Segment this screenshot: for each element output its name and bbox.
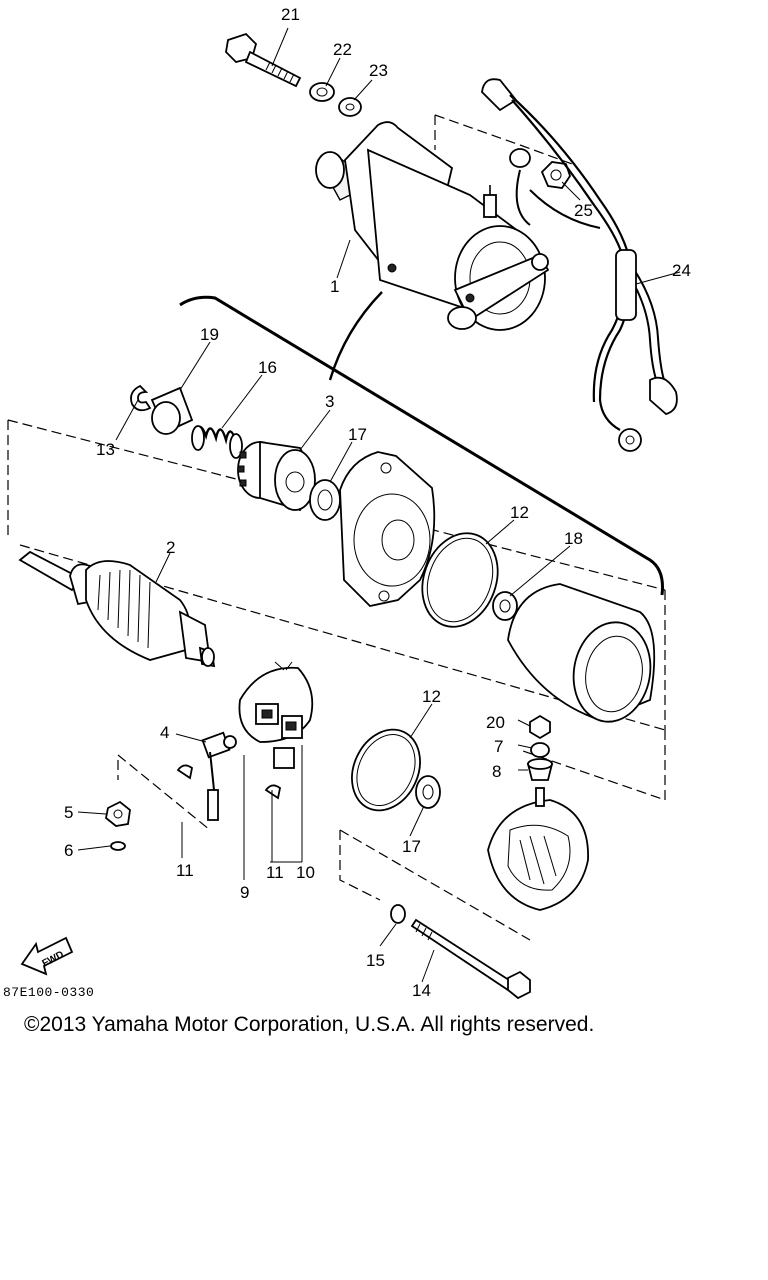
washer-17-upper: [309, 479, 341, 521]
fwd-arrow-icon: FWD: [20, 936, 74, 976]
callout-11-right: 11: [266, 863, 284, 882]
washer-15: [390, 904, 406, 924]
brush-10: [264, 747, 295, 800]
callout-1: 1: [330, 277, 339, 296]
callout-11-left: 11: [176, 861, 194, 880]
callout-25: 25: [574, 201, 593, 220]
brush-plate-9: [238, 661, 314, 743]
callout-9: 9: [240, 883, 249, 902]
nut-5: [105, 800, 131, 827]
callout-19: 19: [200, 325, 219, 344]
starter-motor-1: [315, 121, 550, 331]
callout-10: 10: [296, 863, 315, 882]
callout-2: 2: [166, 538, 175, 557]
leader-lines: [77, 27, 681, 983]
callout-12-lower: 12: [422, 687, 441, 706]
callout-15: 15: [366, 951, 385, 970]
terminal-washer-7: [530, 742, 550, 758]
callout-12-upper: 12: [510, 503, 529, 522]
brush-4: [176, 731, 237, 821]
callout-14: 14: [412, 981, 431, 1000]
o-ring-12-upper: [421, 532, 499, 628]
rear-cover: [487, 787, 589, 911]
bolt-21: [225, 32, 302, 88]
callout-20: 20: [486, 713, 505, 732]
exploded-parts-diagram: FWD 21 22 23 25: [7, 5, 691, 1000]
yoke-housing: [507, 583, 656, 723]
terminal-bushing-8: [526, 758, 554, 781]
washer-18: [492, 591, 518, 621]
callout-6: 6: [64, 841, 73, 860]
callout-16: 16: [258, 358, 277, 377]
callout-4: 4: [160, 723, 169, 742]
terminal-nut-20: [529, 714, 551, 740]
callout-23: 23: [369, 61, 388, 80]
copyright-notice: ©2013 Yamaha Motor Corporation, U.S.A. A…: [24, 1013, 595, 1036]
collar-19: [150, 386, 194, 435]
front-cover: [339, 451, 436, 607]
washer-6: [110, 841, 126, 851]
through-bolt-14: [410, 918, 531, 1000]
armature-2: [18, 550, 216, 668]
callout-24: 24: [672, 261, 691, 280]
subassembly-bracket: [179, 295, 664, 596]
callout-18: 18: [564, 529, 583, 548]
callout-8: 8: [492, 762, 501, 781]
callout-17-upper: 17: [348, 425, 367, 444]
diagram-ref-code: 87E100-0330: [3, 985, 95, 1000]
brush-holder-3: [237, 440, 316, 512]
washer-23: [338, 97, 362, 117]
nut-25: [509, 148, 571, 189]
lead-wire-24: [481, 78, 678, 452]
spring-16: [191, 425, 243, 459]
o-ring-12-lower: [351, 728, 421, 812]
callout-13: 13: [96, 440, 115, 459]
callout-17-lower: 17: [402, 837, 421, 856]
callout-3: 3: [325, 392, 334, 411]
washer-17-lower: [415, 775, 441, 809]
subassembly-pointer: [328, 291, 383, 381]
washer-22: [309, 82, 335, 102]
callout-7: 7: [494, 737, 503, 756]
callout-22: 22: [333, 40, 352, 59]
callout-21: 21: [281, 5, 300, 24]
callout-5: 5: [64, 803, 73, 822]
callout-labels: 21 22 23 25 24 1 19 16 3 13 17 12 18 2 2…: [64, 5, 691, 1000]
